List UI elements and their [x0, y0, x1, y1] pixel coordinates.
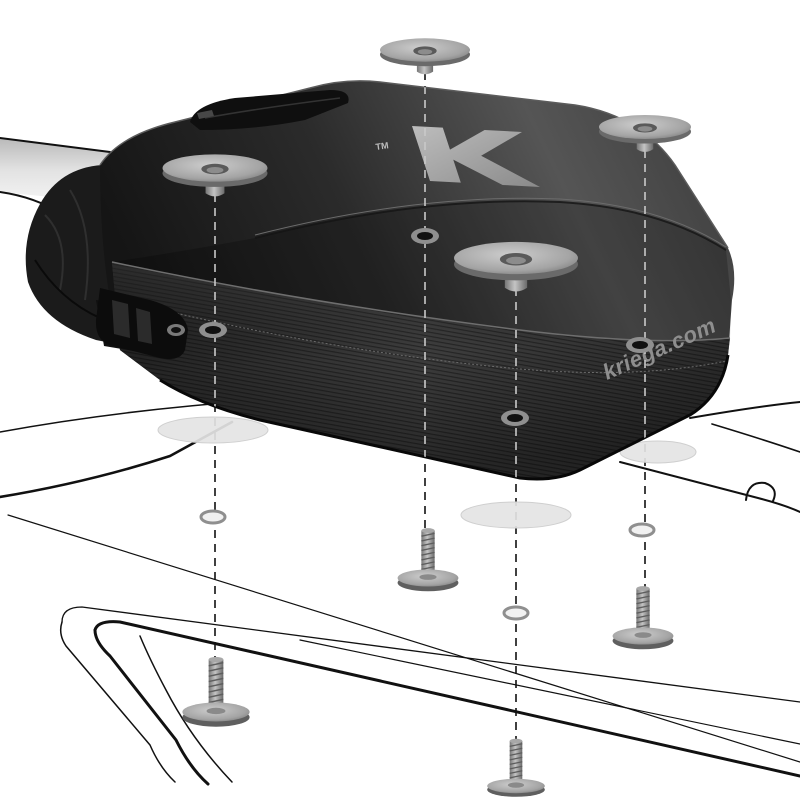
- ring-washer: [199, 509, 227, 525]
- buckle-slot: [136, 308, 152, 344]
- frame-plate-contour: [139, 635, 233, 783]
- frame-line: [0, 420, 234, 499]
- frame-plate-left-outer: [59, 621, 176, 783]
- top-panel-seam: [254, 200, 727, 251]
- washer-rim: [619, 440, 697, 464]
- zip-puller: [197, 110, 214, 119]
- flange-bolt: [182, 656, 250, 727]
- bolt-thread: [636, 590, 650, 629]
- grommet: [199, 322, 227, 338]
- bolt-neck: [206, 707, 226, 715]
- bag-grommets: [199, 228, 654, 426]
- bolt-tip: [509, 738, 523, 744]
- logo-trademark: TM: [375, 140, 389, 152]
- band-stitching: [129, 301, 727, 374]
- bolt-thread: [509, 743, 523, 779]
- bolt-neck: [507, 782, 525, 788]
- frame-plate-left-inner: [93, 628, 210, 786]
- frame-line: [619, 461, 800, 513]
- side-release-buckle: [95, 288, 188, 359]
- kriega-k-logo: [412, 126, 541, 188]
- mounting-disc: [162, 154, 268, 197]
- frame-tube-top-edge: [0, 137, 111, 153]
- disc-socket-inner: [506, 256, 526, 265]
- bolt-neck: [634, 632, 652, 638]
- roll-fold: [44, 214, 64, 291]
- disc-socket-inner: [206, 166, 224, 174]
- roll-fold: [69, 189, 89, 301]
- bolt-tip: [208, 656, 224, 663]
- grommet-hole: [632, 341, 648, 349]
- mounting-disc: [380, 38, 470, 75]
- band-top-seam: [111, 261, 731, 342]
- buckle-eyelet-hole: [171, 327, 181, 333]
- ring-washer: [628, 522, 656, 538]
- grommet: [411, 228, 439, 244]
- bolt-tip: [421, 528, 435, 533]
- frame-plate-outer: [61, 606, 800, 703]
- frame-plate-inner: [93, 620, 800, 778]
- washer-rim: [157, 416, 269, 444]
- bolt-tip: [636, 586, 650, 591]
- ring-washer: [502, 605, 530, 621]
- plastic-washer: [619, 440, 697, 464]
- grommet-hole: [417, 232, 433, 240]
- flange-bolt: [612, 586, 674, 650]
- flange-bolt: [397, 528, 459, 592]
- zip-line: [204, 97, 341, 119]
- mounting-disc: [454, 241, 578, 292]
- frame-line: [711, 423, 800, 453]
- frame-line: [689, 401, 800, 419]
- zip-pocket: [190, 90, 349, 130]
- bolt-thread: [208, 661, 224, 704]
- roll-fold: [34, 259, 101, 319]
- washer-disc: [158, 417, 268, 443]
- frame-line: [7, 514, 800, 763]
- plastic-washer: [460, 501, 572, 529]
- top-panel-seam-highlight: [254, 197, 727, 248]
- lower-top-panel-shade: [112, 201, 731, 341]
- bolt-neck: [419, 574, 437, 580]
- frame-plate-line: [299, 639, 800, 745]
- flange-bolt: [487, 738, 545, 797]
- frame-bolt-boss: [745, 481, 776, 502]
- disc-socket-inner: [637, 126, 653, 132]
- washer-disc: [620, 441, 696, 463]
- washer-disc: [461, 502, 571, 528]
- mounting-disc: [599, 115, 691, 152]
- washer-rim: [460, 501, 572, 529]
- grommet-hole: [205, 326, 221, 334]
- front-band-side-shading: [112, 262, 730, 479]
- brand-logo: TM: [375, 126, 541, 188]
- grommet-hole: [507, 414, 523, 422]
- bolt-thread: [421, 532, 435, 571]
- bag-bottom-edge: [159, 354, 730, 481]
- plastic-washer: [157, 416, 269, 444]
- grommet: [626, 337, 654, 353]
- disc-socket-inner: [417, 49, 433, 55]
- grommet: [501, 410, 529, 426]
- buckle-slot: [112, 300, 130, 338]
